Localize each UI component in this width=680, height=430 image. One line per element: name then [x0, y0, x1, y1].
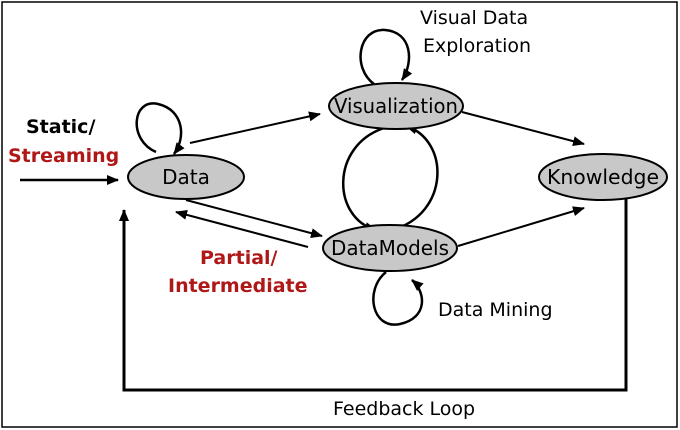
node-data-shape: [127, 154, 245, 200]
node-knowledge[interactable]: Knowledge: [538, 153, 668, 201]
node-knowledge-shape: [538, 153, 668, 201]
arrow-visualization-to-datamodels: [342, 126, 385, 232]
partial-label-line2: Intermediate: [168, 275, 308, 297]
arrow-datamodels-to-data: [175, 209, 309, 248]
arrow-datamodels-to-knowledge: [457, 206, 585, 247]
node-visualization[interactable]: Visualization: [328, 82, 464, 130]
visualization-self-loop: [359, 28, 413, 86]
node-visualization-shape: [328, 82, 464, 130]
node-data-label: Data: [162, 165, 210, 189]
node-datamodels-label: DataModels: [331, 236, 449, 260]
arrow-datamodels-to-visualization: [391, 124, 439, 232]
feedback-loop-label: Feedback Loop: [333, 398, 475, 420]
visual-exploration-label-line2: Exploration: [423, 35, 531, 57]
input-label-static-text: Static/: [26, 116, 95, 138]
node-data[interactable]: Data: [127, 154, 245, 200]
arrow-data-to-datamodels: [185, 199, 323, 239]
node-knowledge-label: Knowledge: [547, 165, 659, 189]
visual-exploration-label-line1: Visual Data: [420, 7, 528, 29]
data-mining-label: Data Mining: [438, 299, 553, 321]
arrow-visualization-to-knowledge: [461, 111, 585, 147]
input-label-streaming: Streaming: [8, 145, 119, 167]
partial-label-line1: Partial/: [200, 247, 278, 269]
feedback-loop-arrow: [119, 192, 628, 392]
arrow-data-to-visualization: [189, 111, 321, 144]
node-visualization-label: Visualization: [334, 94, 458, 118]
node-datamodels-shape: [322, 224, 458, 272]
input-label-static: Static/: [26, 116, 95, 138]
node-datamodels[interactable]: DataModels: [322, 224, 458, 272]
datamodels-self-loop: [372, 271, 424, 326]
data-self-loop: [135, 102, 185, 155]
